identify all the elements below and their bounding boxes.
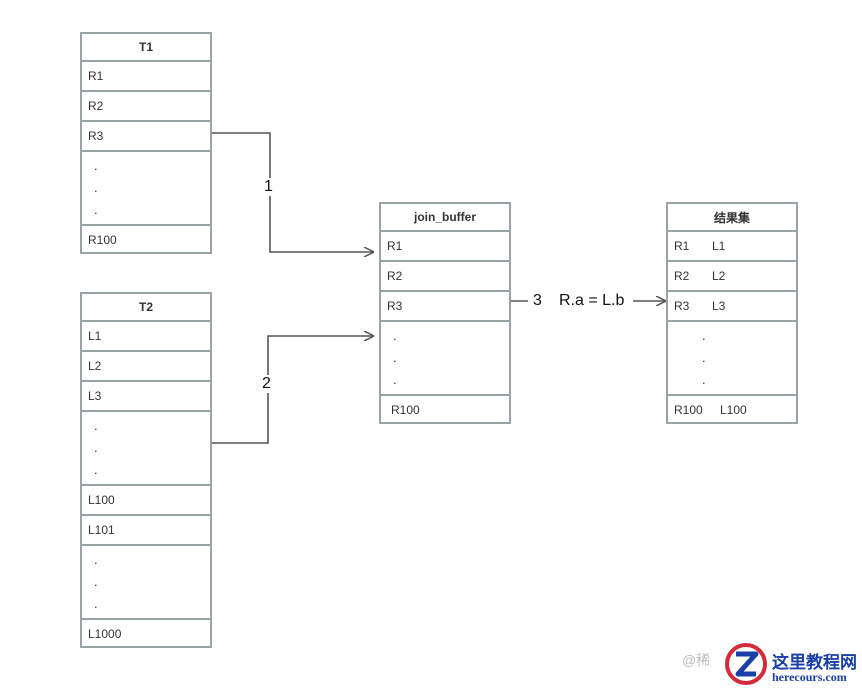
table-t2: T2 L1 L2 L3 . . . L100 L101 . . . L1000: [80, 292, 212, 648]
ellipsis-dot: .: [94, 552, 98, 567]
ellipsis-row: . . .: [668, 320, 796, 394]
site-logo-url: herecours.com: [772, 670, 847, 684]
site-logo-icon: [725, 643, 767, 685]
ellipsis-dot: .: [94, 202, 98, 217]
table-result-set-title: 结果集: [713, 210, 750, 225]
result-r-cell: R100: [674, 403, 703, 417]
watermark-handle: @稀: [682, 652, 711, 668]
table-row: R100: [381, 394, 509, 424]
table-t2-title: T2: [138, 300, 153, 314]
ellipsis-dot: .: [702, 350, 706, 365]
ellipsis-row: . . .: [82, 544, 210, 618]
table-row: R1 L1: [668, 230, 796, 260]
table-join-buffer: join_buffer R1 R2 R3 . . . R100: [379, 202, 511, 424]
result-l-cell: L3: [712, 299, 726, 313]
ellipsis-row: . . .: [381, 320, 509, 394]
table-row: L3: [82, 380, 210, 410]
step-1-label: 1: [264, 178, 273, 196]
result-l-cell: L100: [720, 403, 747, 417]
table-row: R2: [381, 260, 509, 290]
arrow-1: [211, 132, 373, 252]
ellipsis-dot: .: [94, 596, 98, 611]
ellipsis-dot: .: [393, 350, 397, 365]
table-row: R100 L100: [668, 394, 796, 424]
ellipsis-dot: .: [393, 328, 397, 343]
table-row: L101: [82, 514, 210, 544]
table-row: R1: [82, 60, 210, 90]
result-r-cell: R3: [674, 299, 690, 313]
join-condition-label: R.a = L.b: [559, 292, 625, 310]
table-row: L2: [82, 350, 210, 380]
result-r-cell: R2: [674, 269, 690, 283]
result-r-cell: R1: [674, 239, 690, 253]
result-l-cell: L1: [712, 239, 726, 253]
table-row: L1: [82, 320, 210, 350]
table-row: R3: [82, 120, 210, 150]
ellipsis-dot: .: [94, 462, 98, 477]
table-row: L1000: [82, 618, 210, 648]
ellipsis-dot: .: [702, 372, 706, 387]
step-2-label: 2: [262, 375, 271, 393]
ellipsis-dot: .: [94, 418, 98, 433]
table-result-set: 结果集 R1 L1 R2 L2 R3 L3 . . . R100 L100: [666, 202, 798, 424]
table-row: R100: [82, 224, 210, 254]
ellipsis-dot: .: [94, 180, 98, 195]
site-logo-text: 这里教程网: [772, 653, 857, 673]
table-join-buffer-title: join_buffer: [414, 210, 476, 224]
result-l-cell: L2: [712, 269, 726, 283]
table-row: R1: [381, 230, 509, 260]
ellipsis-row: . . .: [82, 410, 210, 484]
table-t1: T1 R1 R2 R3 . . . R100: [80, 32, 212, 254]
ellipsis-dot: .: [393, 372, 397, 387]
table-t1-title: T1: [138, 40, 153, 54]
table-row: R3 L3: [668, 290, 796, 320]
ellipsis-row: . . .: [82, 150, 210, 224]
table-row: R2 L2: [668, 260, 796, 290]
table-row: R3: [381, 290, 509, 320]
step-3-label: 3: [533, 292, 542, 310]
table-row: R2: [82, 90, 210, 120]
table-row: L100: [82, 484, 210, 514]
arrow-2: [211, 336, 373, 444]
ellipsis-dot: .: [94, 440, 98, 455]
ellipsis-dot: .: [94, 158, 98, 173]
ellipsis-dot: .: [94, 574, 98, 589]
ellipsis-dot: .: [702, 328, 706, 343]
